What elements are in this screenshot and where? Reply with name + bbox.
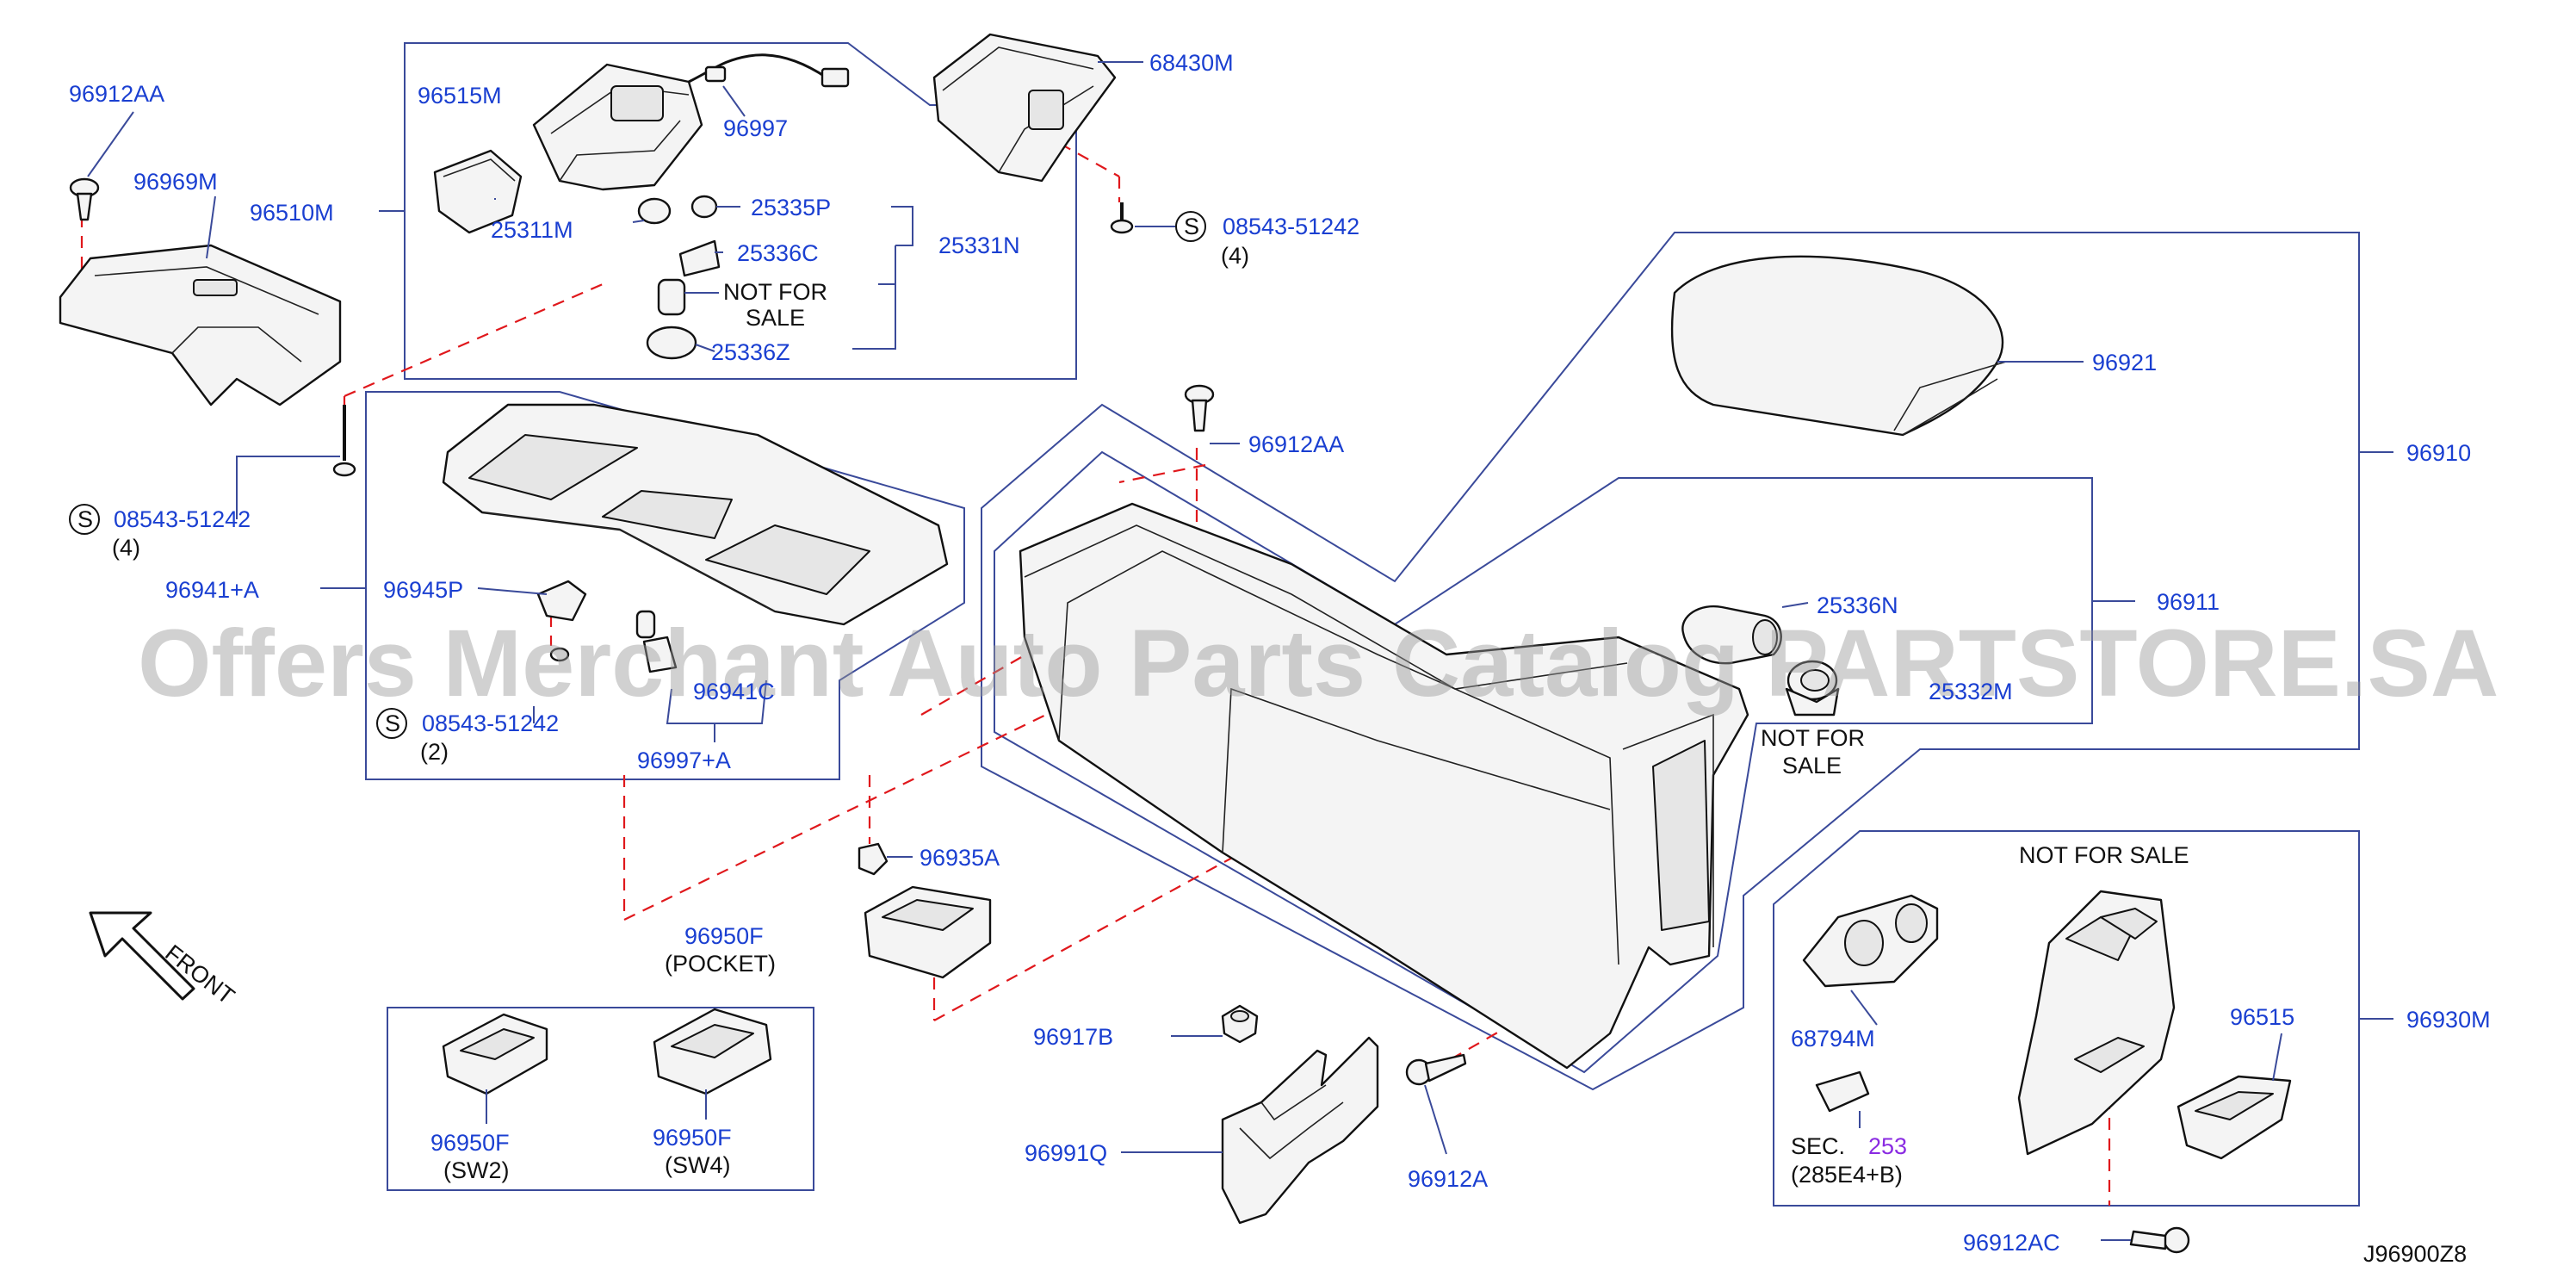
label-pocket: (POCKET) — [665, 951, 776, 977]
label-25336Z[interactable]: 25336Z — [711, 339, 790, 365]
label-not-for-sale-b-line1: NOT FOR — [1761, 725, 1865, 751]
bracket-96991Q-icon — [1221, 1036, 1379, 1225]
label-25336C[interactable]: 25336C — [737, 240, 819, 266]
label-08543-right[interactable]: 08543-51242 — [1223, 214, 1359, 239]
label-not-for-sale-c: NOT FOR SALE — [2019, 842, 2189, 868]
label-08543-bottom[interactable]: 08543-51242 — [422, 710, 559, 736]
console-body-icon — [1019, 502, 1749, 1070]
label-96941A[interactable]: 96941+A — [165, 577, 259, 603]
clip-96945P-icon — [536, 580, 678, 673]
screw-08543-left-icon — [332, 405, 356, 477]
label-sw2: (SW2) — [443, 1157, 510, 1183]
power-socket-icons — [1681, 605, 1840, 717]
label-96921[interactable]: 96921 — [2092, 350, 2157, 375]
label-25331N[interactable]: 25331N — [938, 233, 1020, 258]
ashtray-housing-icon — [532, 63, 703, 191]
label-96950F-pocket[interactable]: 96950F — [684, 923, 764, 949]
label-25335P[interactable]: 25335P — [751, 195, 831, 220]
screw-96912AA-icon — [69, 177, 100, 221]
label-96935A[interactable]: 96935A — [920, 845, 1000, 871]
switch-panel-sw2-icon — [442, 1013, 548, 1095]
label-qty-4-left: (4) — [112, 535, 140, 561]
label-96910[interactable]: 96910 — [2406, 440, 2471, 466]
label-96945P[interactable]: 96945P — [383, 577, 463, 603]
label-96917B[interactable]: 96917B — [1033, 1024, 1113, 1050]
label-96912AA-left[interactable]: 96912AA — [69, 81, 164, 107]
label-25332M[interactable]: 25332M — [1929, 679, 2013, 704]
svg-text:S: S — [77, 506, 93, 532]
s-symbol-right: S — [1175, 211, 1206, 242]
bracket-96969M-icon — [59, 244, 342, 406]
label-96912A[interactable]: 96912A — [1408, 1166, 1488, 1192]
label-25311M[interactable]: 25311M — [491, 217, 573, 243]
label-sec-253-link[interactable]: 253 — [1868, 1133, 1907, 1159]
rear-vent-68794M-icon — [1802, 894, 1939, 988]
label-96912AC[interactable]: 96912AC — [1963, 1230, 2060, 1256]
label-68430M[interactable]: 68430M — [1149, 50, 1234, 76]
svg-text:S: S — [385, 710, 400, 736]
label-sec-sub: (285E4+B) — [1791, 1162, 1903, 1188]
screw-08543-right-icon — [1110, 202, 1134, 234]
label-not-for-sale-a-line2: SALE — [746, 305, 805, 331]
label-96515M[interactable]: 96515M — [418, 83, 502, 109]
s-symbol-left: S — [69, 504, 100, 535]
label-96997A[interactable]: 96997+A — [637, 748, 731, 773]
label-25336N[interactable]: 25336N — [1817, 592, 1898, 618]
screw-96912A-icon — [1405, 1053, 1467, 1086]
label-96997[interactable]: 96997 — [723, 115, 788, 141]
label-96941C[interactable]: 96941C — [693, 679, 775, 704]
label-qty-2: (2) — [420, 739, 449, 765]
label-not-for-sale-a-line1: NOT FOR — [723, 279, 827, 305]
leader-lines — [87, 61, 2393, 1241]
label-96950F-sw4[interactable]: 96950F — [653, 1125, 732, 1151]
label-96510M[interactable]: 96510M — [250, 200, 334, 226]
clip-96935A-icon — [858, 842, 889, 876]
label-sec-prefix: SEC. — [1791, 1133, 1845, 1159]
label-68794M[interactable]: 68794M — [1791, 1026, 1875, 1052]
harness-96997-icon — [688, 53, 850, 88]
armrest-lid-96921-icon — [1670, 255, 2007, 437]
label-96912AA-center[interactable]: 96912AA — [1248, 431, 1344, 457]
pocket-96950F-icon — [864, 885, 992, 979]
bracket-sec253-icon — [1815, 1070, 1870, 1113]
label-not-for-sale-b-line2: SALE — [1782, 753, 1842, 779]
cup-holder-96515M-icon — [433, 149, 523, 234]
label-96969M[interactable]: 96969M — [133, 169, 218, 195]
nut-96917B-icon — [1221, 1004, 1259, 1044]
label-96911[interactable]: 96911 — [2157, 589, 2220, 615]
diagram-code: J96900Z8 — [2363, 1241, 2467, 1267]
label-96930M[interactable]: 96930M — [2406, 1007, 2491, 1033]
watermark: Offers Merchant Auto Parts Catalog PARTS… — [138, 611, 2499, 717]
s-symbol-bottom: S — [376, 708, 407, 739]
group-box-96950F-switches — [387, 1007, 814, 1191]
console-finisher-96941A-icon — [442, 403, 949, 626]
screw-96912AC-icon — [2129, 1226, 2190, 1254]
console-box-68430M-icon — [932, 33, 1117, 183]
label-96950F-sw2[interactable]: 96950F — [430, 1130, 510, 1156]
svg-text:S: S — [1184, 214, 1199, 239]
rear-finisher-icon — [2017, 890, 2176, 1156]
label-08543-left[interactable]: 08543-51242 — [114, 506, 251, 532]
label-sw4: (SW4) — [665, 1152, 731, 1178]
front-arrow-icon — [89, 911, 195, 1001]
lighter-parts-icons — [637, 195, 721, 360]
cup-lid-96515-icon — [2177, 1075, 2292, 1160]
screw-96912AA-center-icon — [1184, 384, 1215, 432]
label-96991Q[interactable]: 96991Q — [1025, 1140, 1107, 1166]
label-96515[interactable]: 96515 — [2230, 1004, 2294, 1030]
label-qty-4-right: (4) — [1221, 243, 1249, 269]
switch-panel-sw4-icon — [653, 1008, 772, 1095]
